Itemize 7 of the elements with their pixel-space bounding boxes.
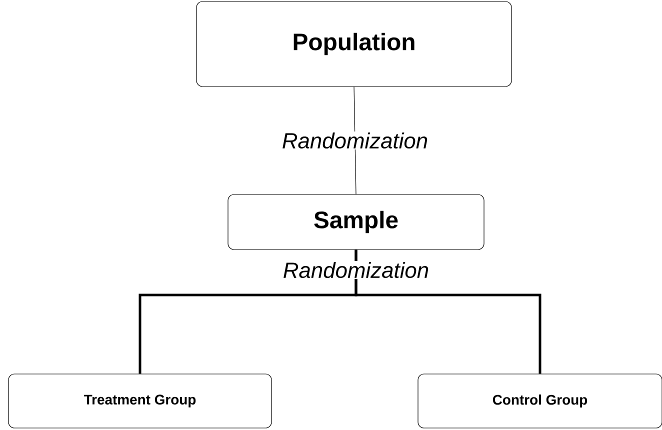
process-box: Control Group [418, 374, 662, 428]
process-box: Population [196, 1, 512, 87]
edge-label: Randomization [280, 131, 430, 150]
edge-label: Randomization [282, 260, 430, 280]
connector-line [354, 250, 542, 374]
process-box: Treatment Group [8, 374, 272, 428]
process-box: Sample [228, 194, 484, 250]
